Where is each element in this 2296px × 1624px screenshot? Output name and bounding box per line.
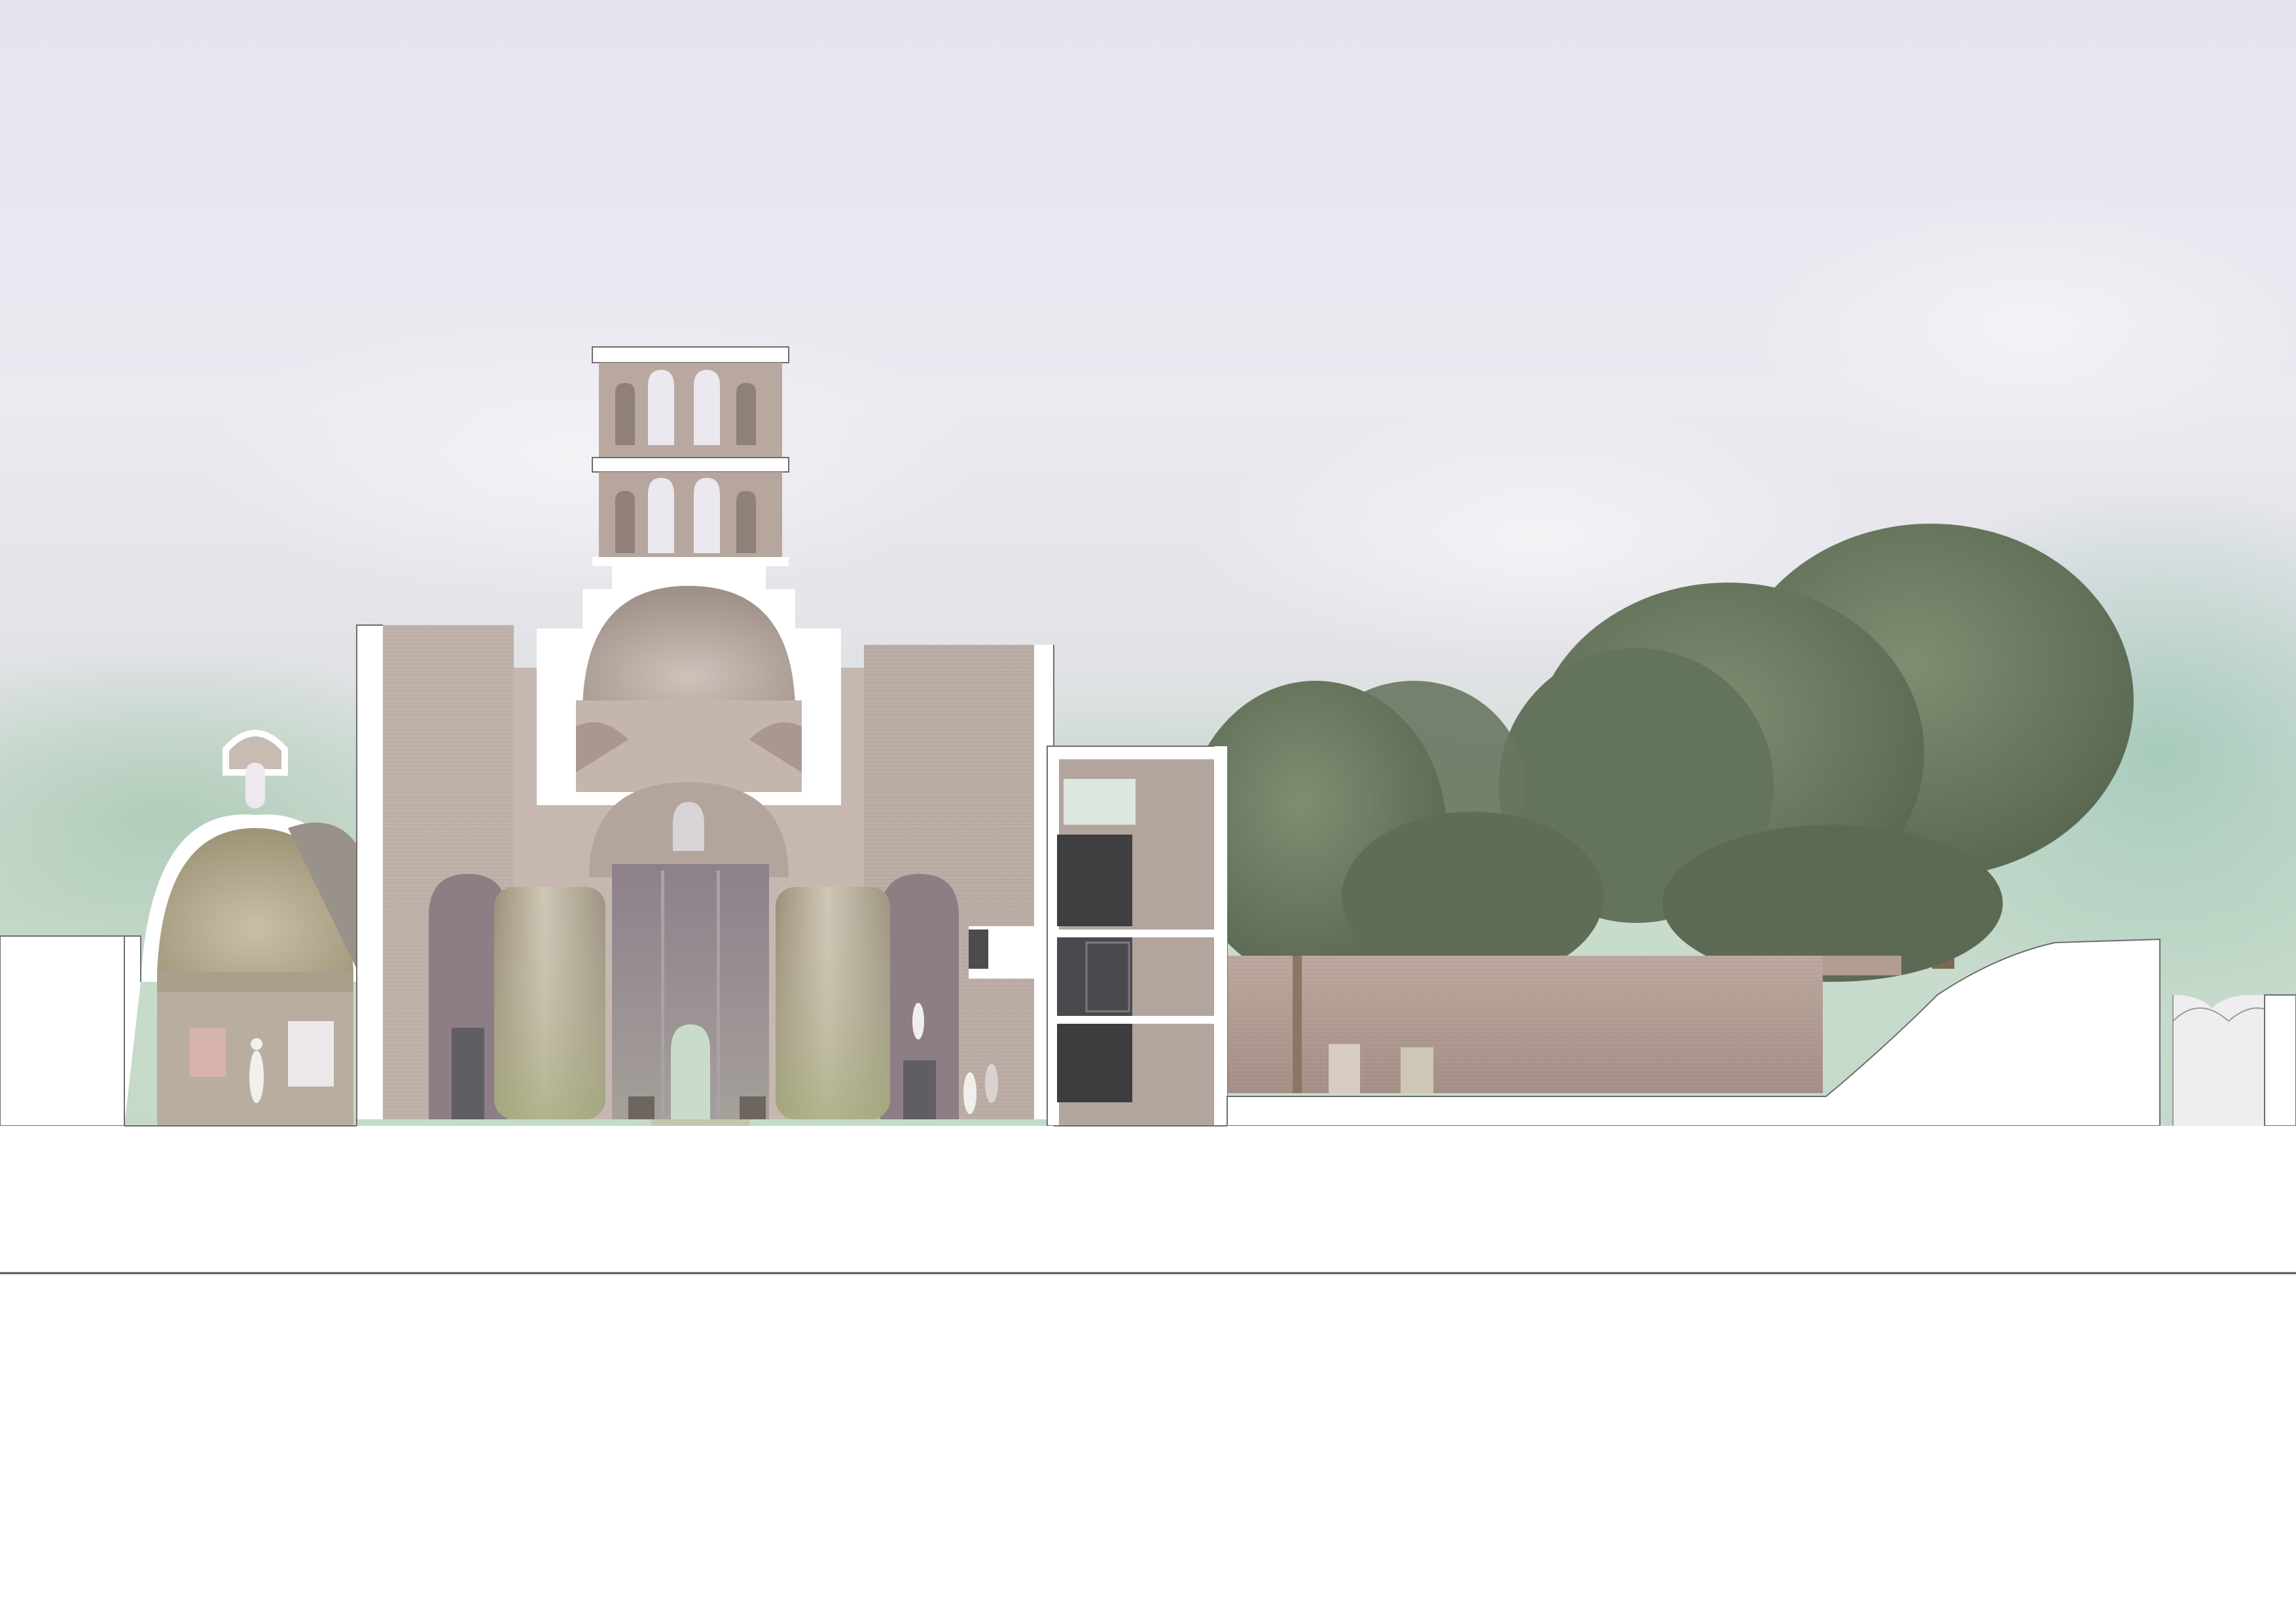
wall-cap [1823,956,1901,975]
person-figure [249,1051,264,1103]
doorway [288,1021,334,1087]
dark-panel-mid [1057,937,1132,1016]
annex-right-wall [1214,746,1227,1126]
tower-opening [694,478,720,553]
tree-canopy [1342,812,1604,982]
tower-base-poche [592,557,789,566]
tower-niche [615,491,635,553]
escalator-left [452,1028,484,1119]
wall-opening [1401,1047,1433,1093]
lantern-opening [245,763,265,808]
tower-niche [736,491,756,553]
ground-poche [0,936,124,1126]
column-cylinder-right-tint [776,887,890,1119]
tower-opening [694,370,720,445]
wall-poche-left [357,625,383,1119]
person-figure [912,1003,924,1039]
terrain-poche [1227,938,2161,1127]
main-dome [583,586,795,707]
main-building [356,566,1054,1149]
tree-canopy [1662,825,2003,982]
trees [1185,524,2134,982]
ground-fill [0,1126,2296,1624]
cloud [1754,196,2296,458]
lantern [223,730,288,776]
tower-left-outline [356,624,383,1126]
chapel-roof [288,822,357,969]
chapel-left [0,730,367,1127]
chapel-wall-section [124,935,141,1126]
garden-wall [1224,956,1901,1093]
cafe-table [628,1096,655,1119]
escalator-right [903,1060,936,1119]
annex-dark [969,929,988,969]
tower-opening [648,370,674,445]
pendentive-left [576,722,628,772]
person-figure-head [251,1038,262,1050]
artwork [190,1028,226,1077]
dark-panel-lower [1057,1024,1132,1102]
glass-mullion [661,871,664,1119]
tower-niche [615,383,635,445]
ring-beam [157,972,353,992]
dome [157,828,353,972]
tower-opening [648,478,674,553]
central-door [671,1024,710,1119]
bell-tower [592,346,789,566]
slab [1047,929,1227,937]
column-cylinder-left-tint [494,887,605,1119]
tree-trunk [1293,956,1302,1093]
side-arch-left [429,874,507,1119]
cafe-table [740,1096,766,1119]
panel-grid [1085,941,1130,1013]
side-arch-right [880,874,959,1119]
annex-block [1047,746,1228,1127]
tower-cornice-mid [592,457,789,473]
tower-cornice-top [592,346,789,363]
arch-window [673,802,704,851]
pendentive-right [749,722,802,772]
dark-panel-upper [1057,835,1132,926]
pillar [1329,1044,1360,1093]
slab [1047,1016,1227,1024]
annex-skylight [1064,779,1136,825]
right-edge-poche [2264,994,2296,1127]
person-figure [985,1064,998,1103]
ground-section [0,938,2296,1624]
glass-mullion [717,871,720,1119]
person-figure [963,1072,977,1114]
cloud [196,314,982,602]
tower-niche [736,383,756,445]
